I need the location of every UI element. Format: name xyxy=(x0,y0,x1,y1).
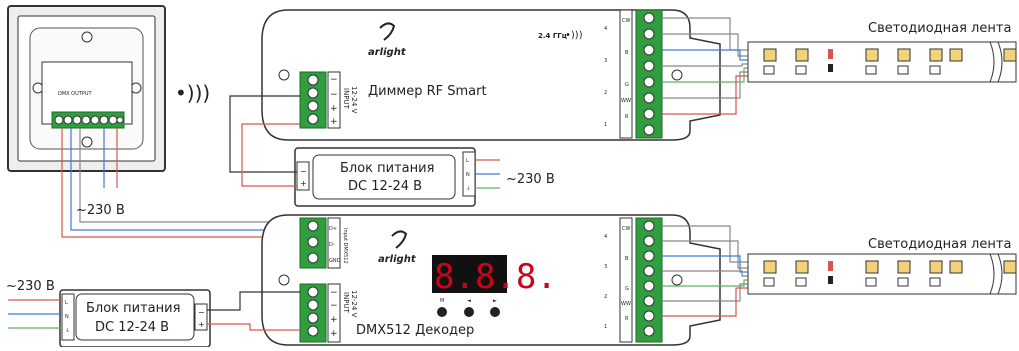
svg-text:3: 3 xyxy=(604,264,607,270)
panel-terminals xyxy=(54,115,124,125)
dimmer-input-voltage: 12-24 V xyxy=(350,86,358,114)
wall-panel: DMX OUTPUT xyxy=(7,5,166,172)
svg-text:D-: D- xyxy=(329,242,335,248)
svg-text:+: + xyxy=(330,329,338,339)
svg-text:3: 3 xyxy=(604,58,607,64)
psu-left-line2: DC 12-24 В xyxy=(95,320,169,335)
svg-text:2: 2 xyxy=(604,294,607,300)
dimmer-title: Диммер RF Smart xyxy=(368,84,487,99)
psu-left-line1: Блок питания xyxy=(86,301,180,316)
svg-text:B: B xyxy=(625,256,629,262)
svg-text:CW: CW xyxy=(622,226,630,232)
panel-radio-icon: •))) xyxy=(175,81,210,105)
decoder-title: DMX512 Декодер xyxy=(356,323,474,338)
svg-text:4: 4 xyxy=(604,26,607,32)
svg-text:+: + xyxy=(330,117,338,127)
svg-text:−: − xyxy=(330,75,338,85)
dimmer-brand: arlight xyxy=(368,47,407,58)
dimmer-radio-icon: •))) xyxy=(565,30,583,41)
svg-text:R: R xyxy=(625,114,629,120)
svg-text:◄: ◄ xyxy=(467,298,471,304)
svg-text:1: 1 xyxy=(604,122,607,128)
svg-text:−: − xyxy=(330,301,338,311)
svg-text:−: − xyxy=(300,167,307,176)
psu-left: Блок питания DC 12-24 В L N ⏚ − + xyxy=(59,289,211,348)
svg-text:−: − xyxy=(330,90,338,100)
svg-text:⏚: ⏚ xyxy=(466,185,471,192)
decoder-input-label: INPUT xyxy=(342,292,350,314)
svg-text:G: G xyxy=(625,286,629,292)
svg-text:+: + xyxy=(330,315,338,325)
decoder-button-left[interactable] xyxy=(464,307,474,317)
panel-terminal-label: DMX OUTPUT xyxy=(58,91,93,97)
svg-text:+: + xyxy=(198,320,205,329)
decoder-button-m[interactable] xyxy=(437,307,447,317)
svg-text:►: ► xyxy=(493,298,497,304)
svg-text:WW: WW xyxy=(621,301,631,307)
decoder-dmx-label: Input DMX512 xyxy=(342,228,348,264)
psu-top-line1: Блок питания xyxy=(340,161,434,176)
svg-text:N: N xyxy=(65,314,69,320)
svg-text:−: − xyxy=(198,308,205,317)
decoder-input-voltage: 12-24 V xyxy=(350,290,358,318)
svg-text:WW: WW xyxy=(621,98,631,104)
svg-text:+: + xyxy=(330,104,338,114)
decoder-display-digits: 8.8.8. xyxy=(434,257,557,297)
psu-top-mains: ~230 В xyxy=(506,172,555,187)
svg-text:N: N xyxy=(466,172,470,178)
svg-text:D+: D+ xyxy=(329,226,337,232)
led-strip-bottom xyxy=(747,253,1017,295)
dimmer-frequency: 2.4 ГГц xyxy=(538,32,567,40)
psu-top: Блок питания DC 12-24 В − + L N ⏚ xyxy=(294,147,476,207)
led-strip-bottom-label: Светодиодная лента xyxy=(868,237,1011,252)
svg-text:4: 4 xyxy=(604,234,607,240)
svg-text:+: + xyxy=(300,179,307,188)
decoder-brand: arlight xyxy=(378,254,417,265)
svg-text:L: L xyxy=(65,300,68,306)
led-strip-top xyxy=(747,41,1017,83)
svg-text:M: M xyxy=(440,298,444,304)
dimmer-input-label: INPUT xyxy=(342,88,350,110)
decoder-button-right[interactable] xyxy=(490,307,500,317)
decoder-output-wires xyxy=(662,225,750,317)
svg-text:L: L xyxy=(466,158,469,164)
psu-left-wires xyxy=(8,291,300,331)
decoder-display xyxy=(432,255,507,293)
dimmer-output-wires xyxy=(662,17,750,115)
panel-mains-label: ~230 В xyxy=(76,203,125,218)
svg-text:G: G xyxy=(625,82,629,88)
psu-left-mains: ~230 В xyxy=(6,279,55,294)
panel-wires xyxy=(61,128,305,238)
dimmer-device: arlight Диммер RF Smart 2.4 ГГц •))) − −… xyxy=(261,9,721,141)
psu-top-wires xyxy=(229,95,500,189)
svg-text:B: B xyxy=(625,50,629,56)
svg-text:CW: CW xyxy=(622,18,630,24)
led-strip-top-label: Светодиодная лента xyxy=(868,21,1011,36)
svg-text:1: 1 xyxy=(604,324,607,330)
psu-top-line2: DC 12-24 В xyxy=(348,179,422,194)
svg-text:R: R xyxy=(625,316,629,322)
decoder-output-channel-labels: CW B G WW R 4 3 2 1 xyxy=(604,217,633,343)
svg-text:GND: GND xyxy=(329,258,341,264)
decoder-device: arlight 8.8.8. M ◄ ► DMX512 Декодер D+ D… xyxy=(261,214,721,346)
dimmer-output-channel-labels: CW B G WW R 4 3 2 1 xyxy=(604,9,633,139)
svg-text:⏚: ⏚ xyxy=(65,327,70,334)
svg-text:−: − xyxy=(330,288,338,298)
svg-text:2: 2 xyxy=(604,90,607,96)
